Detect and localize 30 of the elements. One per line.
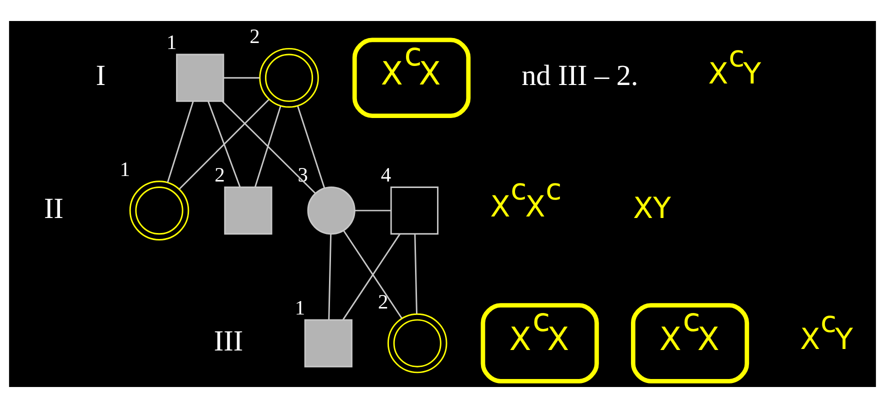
- connector: [414, 234, 418, 314]
- node-label: 1: [120, 158, 130, 181]
- node-circle: [259, 48, 319, 108]
- label: XY: [633, 190, 671, 225]
- node-circle: [387, 313, 448, 374]
- connector: [178, 99, 270, 190]
- node-label: 2: [250, 26, 260, 48]
- node-label: 1: [166, 32, 177, 54]
- node-box: [224, 186, 272, 235]
- label: III: [214, 326, 244, 358]
- node-label: 2: [378, 292, 388, 314]
- node-label: 4: [380, 164, 392, 187]
- connector: [254, 106, 282, 188]
- connector: [222, 100, 316, 194]
- label: nd III – 2.: [522, 60, 638, 92]
- node-circle: [129, 180, 190, 240]
- connector: [328, 234, 332, 320]
- label: I: [96, 60, 106, 92]
- connector: [166, 101, 194, 183]
- connector: [297, 106, 326, 188]
- connector: [208, 101, 241, 188]
- node-box: [176, 54, 224, 102]
- connector: [223, 77, 260, 79]
- label: II: [44, 192, 64, 225]
- node-circle: [307, 186, 356, 235]
- node-box: [304, 319, 352, 368]
- node-label: 1: [294, 297, 306, 320]
- node-label: 2: [214, 164, 225, 187]
- connector: [354, 210, 392, 212]
- node-box: [390, 186, 438, 235]
